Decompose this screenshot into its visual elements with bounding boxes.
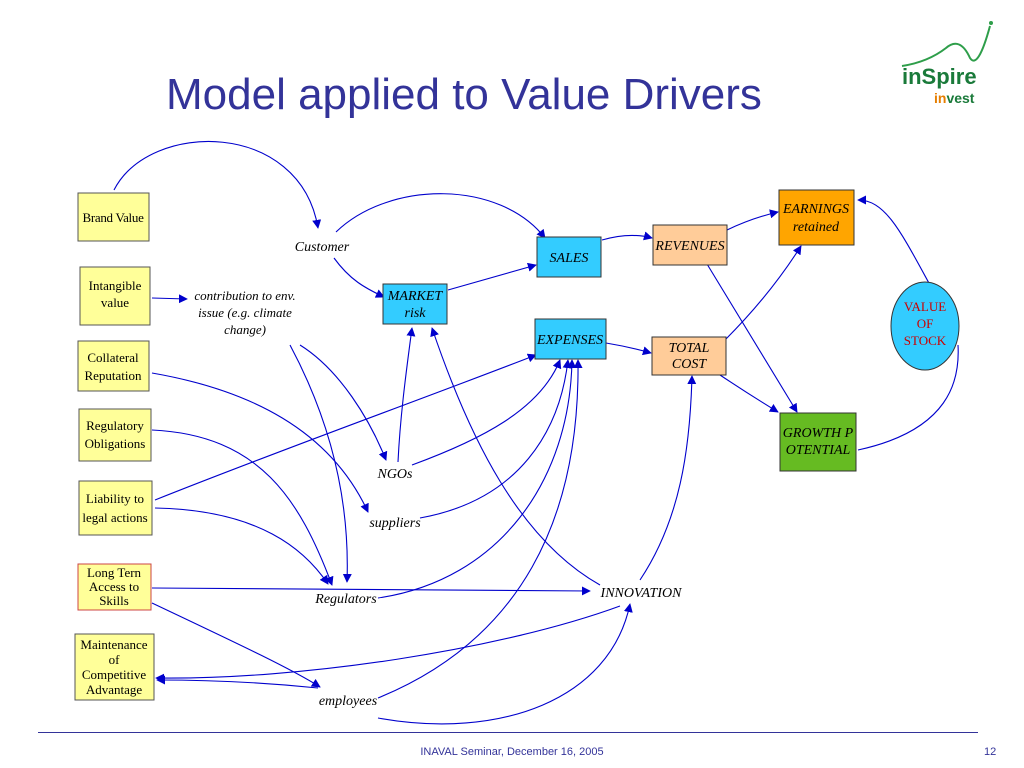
node-expenses: EXPENSES xyxy=(534,318,607,360)
contribution-label-2: issue (e.g. climate xyxy=(198,305,292,320)
arrow-brand-to-customer xyxy=(113,141,322,229)
footer-text: INAVAL Seminar, December 16, 2005 xyxy=(420,746,604,758)
arrow-customer-to-sales xyxy=(335,193,546,239)
box-collateral-reputation: Collateral Reputation xyxy=(77,340,150,392)
arrow-market-to-sales xyxy=(447,262,537,291)
collateral-label-2: Reputation xyxy=(84,368,142,383)
arrow-regulators-to-expenses xyxy=(377,359,577,599)
logo-line-1: inSpire xyxy=(902,64,977,89)
arrow-contribution-to-ngos xyxy=(299,344,388,461)
box-maintenance-competitive-advantage: Maintenance of Competitive Advantage xyxy=(74,633,155,701)
ngos-label: NGOs xyxy=(376,467,413,482)
arrow-totalcost-to-growth xyxy=(719,374,779,413)
node-growth-potential: GROWTH P OTENTIAL xyxy=(779,412,857,472)
arrow-sales-to-revenues xyxy=(601,231,653,241)
employees-label: employees xyxy=(319,694,378,709)
arrow-customer-to-market xyxy=(333,257,385,298)
longterm-label-1: Long Tern xyxy=(87,565,142,580)
arrow-liability-to-expenses xyxy=(154,353,537,501)
inspire-invest-logo: inSpire invest xyxy=(898,18,1008,108)
market-label-2: risk xyxy=(405,306,427,321)
value-label-1: VALUE xyxy=(904,299,946,314)
page-number: 12 xyxy=(984,746,997,758)
value-label-3: STOCK xyxy=(904,333,947,348)
growth-label-2: OTENTIAL xyxy=(786,443,851,458)
arrow-ngos-to-market xyxy=(397,327,416,463)
arrow-employees-to-maintenance xyxy=(156,675,319,689)
earnings-label-2: retained xyxy=(793,220,840,235)
arrow-longterm-to-innovation xyxy=(151,586,591,596)
logo-line-2: invest xyxy=(934,90,974,106)
liability-label-2: legal actions xyxy=(82,510,147,525)
total-label-1: TOTAL xyxy=(669,341,710,356)
arrow-contribution-to-regulators xyxy=(289,344,352,583)
node-sales: SALES xyxy=(536,236,602,278)
total-label-2: COST xyxy=(672,357,707,372)
footer-divider xyxy=(38,732,978,733)
arrow-expenses-to-totalcost xyxy=(605,342,652,356)
market-label-1: MARKET xyxy=(387,289,444,304)
value-label-2: OF xyxy=(917,316,934,331)
arrow-suppliers-to-expenses xyxy=(419,359,572,519)
arrow-revenues-to-growth xyxy=(706,263,798,413)
collateral-label-1: Collateral xyxy=(87,350,139,365)
maintenance-label-1: Maintenance xyxy=(80,637,147,652)
node-value-of-stock: VALUE OF STOCK xyxy=(890,281,960,371)
revenues-label: REVENUES xyxy=(654,239,724,254)
maintenance-label-2: of xyxy=(109,652,121,667)
arrow-ngos-to-expenses xyxy=(411,359,562,466)
arrow-totalcost-to-earnings xyxy=(724,245,802,341)
node-revenues: REVENUES xyxy=(652,224,728,266)
arrow-value-to-earnings xyxy=(857,195,931,286)
logo-line-2-rest: vest xyxy=(946,90,975,106)
customer-label: Customer xyxy=(295,240,350,255)
brand-value-label: Brand Value xyxy=(82,210,144,225)
box-regulatory-obligations: Regulatory Obligations xyxy=(78,408,152,462)
arrow-regulatory-to-regulators xyxy=(151,429,334,586)
arrow-innovation-to-market xyxy=(430,327,601,586)
box-brand-value: Brand Value xyxy=(77,192,150,242)
suppliers-label: suppliers xyxy=(369,516,421,531)
contribution-label-1: contribution to env. xyxy=(194,288,295,303)
longterm-label-3: Skills xyxy=(99,593,129,608)
arrow-innovation-to-maintenance xyxy=(155,605,621,683)
arrow-collateral-to-suppliers xyxy=(151,372,369,513)
expenses-label: EXPENSES xyxy=(536,333,603,348)
box-long-term-access-skills: Long Tern Access to Skills xyxy=(77,563,152,611)
arrow-longterm-to-employees xyxy=(151,602,321,688)
contribution-label-3: change) xyxy=(224,322,266,337)
arrow-intangible-to-contribution xyxy=(151,294,188,304)
regulatory-label-1: Regulatory xyxy=(86,418,144,433)
node-total-cost: TOTAL COST xyxy=(651,336,727,376)
node-market-risk: MARKET risk xyxy=(382,283,448,325)
box-liability-legal-actions: Liability to legal actions xyxy=(78,480,153,536)
regulators-label: Regulators xyxy=(314,592,377,607)
regulatory-label-2: Obligations xyxy=(85,436,146,451)
logo-line-2-accent: in xyxy=(934,90,947,106)
logo-swoosh-icon xyxy=(901,21,993,67)
arrow-employees-to-expenses xyxy=(377,359,583,699)
sales-label: SALES xyxy=(550,251,589,266)
liability-label-1: Liability to xyxy=(86,491,144,506)
innovation-label: INNOVATION xyxy=(600,586,683,601)
arrow-employees-to-innovation xyxy=(377,603,633,725)
arrow-innovation-to-totalcost xyxy=(639,375,697,581)
arrow-revenues-to-earnings xyxy=(726,209,779,231)
arrow-growth-to-value xyxy=(857,344,959,451)
box-intangible-value: Intangible value xyxy=(79,266,151,326)
earnings-label-1: EARNINGS xyxy=(782,202,849,217)
arrow-liability-to-regulators xyxy=(154,507,329,585)
node-earnings-retained: EARNINGS retained xyxy=(778,189,855,246)
maintenance-label-3: Competitive xyxy=(82,667,147,682)
growth-label-1: GROWTH P xyxy=(783,426,854,441)
maintenance-label-4: Advantage xyxy=(86,682,143,697)
longterm-label-2: Access to xyxy=(89,579,139,594)
page-title: Model applied to Value Drivers xyxy=(166,70,762,119)
intangible-label-1: Intangible xyxy=(89,278,142,293)
intangible-label-2: value xyxy=(101,295,129,310)
